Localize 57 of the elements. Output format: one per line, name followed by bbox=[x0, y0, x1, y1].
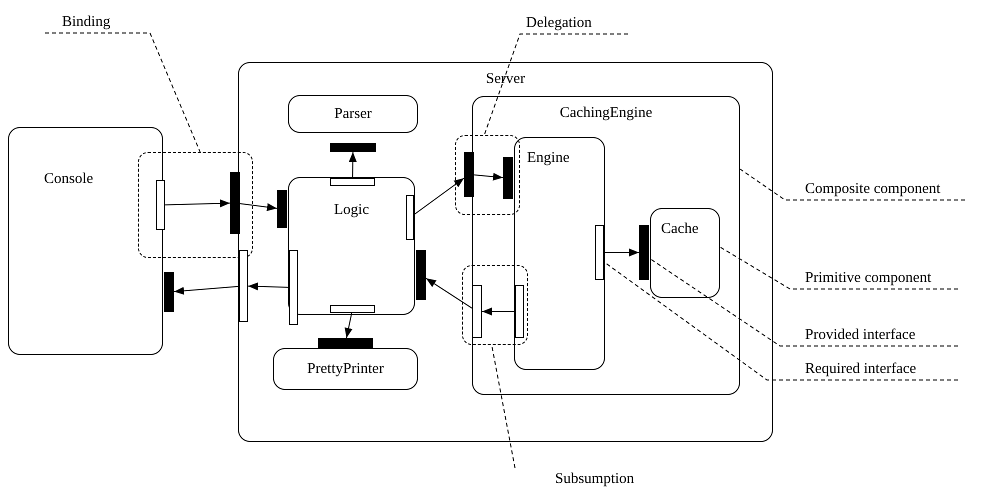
provided-interface bbox=[164, 272, 174, 312]
arrow bbox=[344, 312, 352, 338]
required-interface bbox=[515, 285, 524, 338]
component-box bbox=[650, 208, 720, 298]
component-name: CachingEngine bbox=[560, 105, 652, 122]
provided-interface bbox=[464, 152, 474, 197]
required-interface bbox=[239, 250, 248, 322]
callout-label: Required interface bbox=[767, 355, 958, 380]
required-interface bbox=[330, 305, 375, 313]
component-name: Server bbox=[486, 71, 526, 88]
arrow bbox=[174, 286, 240, 295]
component-name: PrettyPrinter bbox=[307, 360, 384, 378]
required-interface bbox=[330, 178, 375, 186]
arrow bbox=[240, 203, 278, 212]
provided-interface bbox=[416, 250, 426, 300]
leader-line bbox=[720, 246, 958, 290]
component-name: Engine bbox=[527, 150, 570, 167]
provided-interface bbox=[639, 225, 649, 280]
dashed-region bbox=[138, 152, 253, 258]
provided-interface bbox=[230, 172, 240, 234]
required-interface bbox=[156, 180, 165, 230]
callout-label: Provided interface bbox=[780, 321, 958, 346]
component-name: Console bbox=[44, 171, 94, 188]
leader-line bbox=[44, 32, 201, 152]
callout-label: Composite component bbox=[785, 176, 965, 200]
callout-label: Delegation bbox=[520, 12, 628, 34]
arrow bbox=[482, 308, 516, 316]
leader-line bbox=[648, 258, 958, 346]
component-box bbox=[472, 96, 740, 395]
leader-line bbox=[740, 168, 966, 200]
callout-label: Primitive component bbox=[790, 264, 958, 289]
arrow bbox=[414, 178, 464, 216]
required-interface bbox=[472, 285, 482, 338]
arrow bbox=[164, 199, 230, 208]
arrow bbox=[604, 248, 640, 256]
arrow bbox=[248, 282, 290, 290]
callout-label: Subsumption bbox=[515, 468, 640, 490]
leader-line bbox=[491, 344, 516, 468]
component-name: Parser bbox=[334, 106, 372, 122]
component-box bbox=[288, 95, 418, 133]
leader-line bbox=[484, 34, 628, 136]
component-box bbox=[514, 137, 605, 370]
provided-interface bbox=[318, 338, 373, 348]
provided-interface bbox=[277, 190, 287, 228]
provided-interface bbox=[330, 143, 376, 152]
provided-interface bbox=[503, 157, 513, 199]
arrow bbox=[426, 278, 472, 309]
component-box bbox=[238, 62, 773, 442]
arrow bbox=[474, 172, 504, 181]
required-interface bbox=[595, 225, 604, 280]
component-name: Cache bbox=[661, 221, 700, 238]
required-interface bbox=[289, 250, 298, 325]
required-interface bbox=[406, 195, 414, 240]
component-name: Logic bbox=[334, 202, 369, 219]
arrow bbox=[348, 152, 357, 178]
leader-line bbox=[604, 261, 958, 380]
callout-label: Binding bbox=[45, 12, 150, 33]
